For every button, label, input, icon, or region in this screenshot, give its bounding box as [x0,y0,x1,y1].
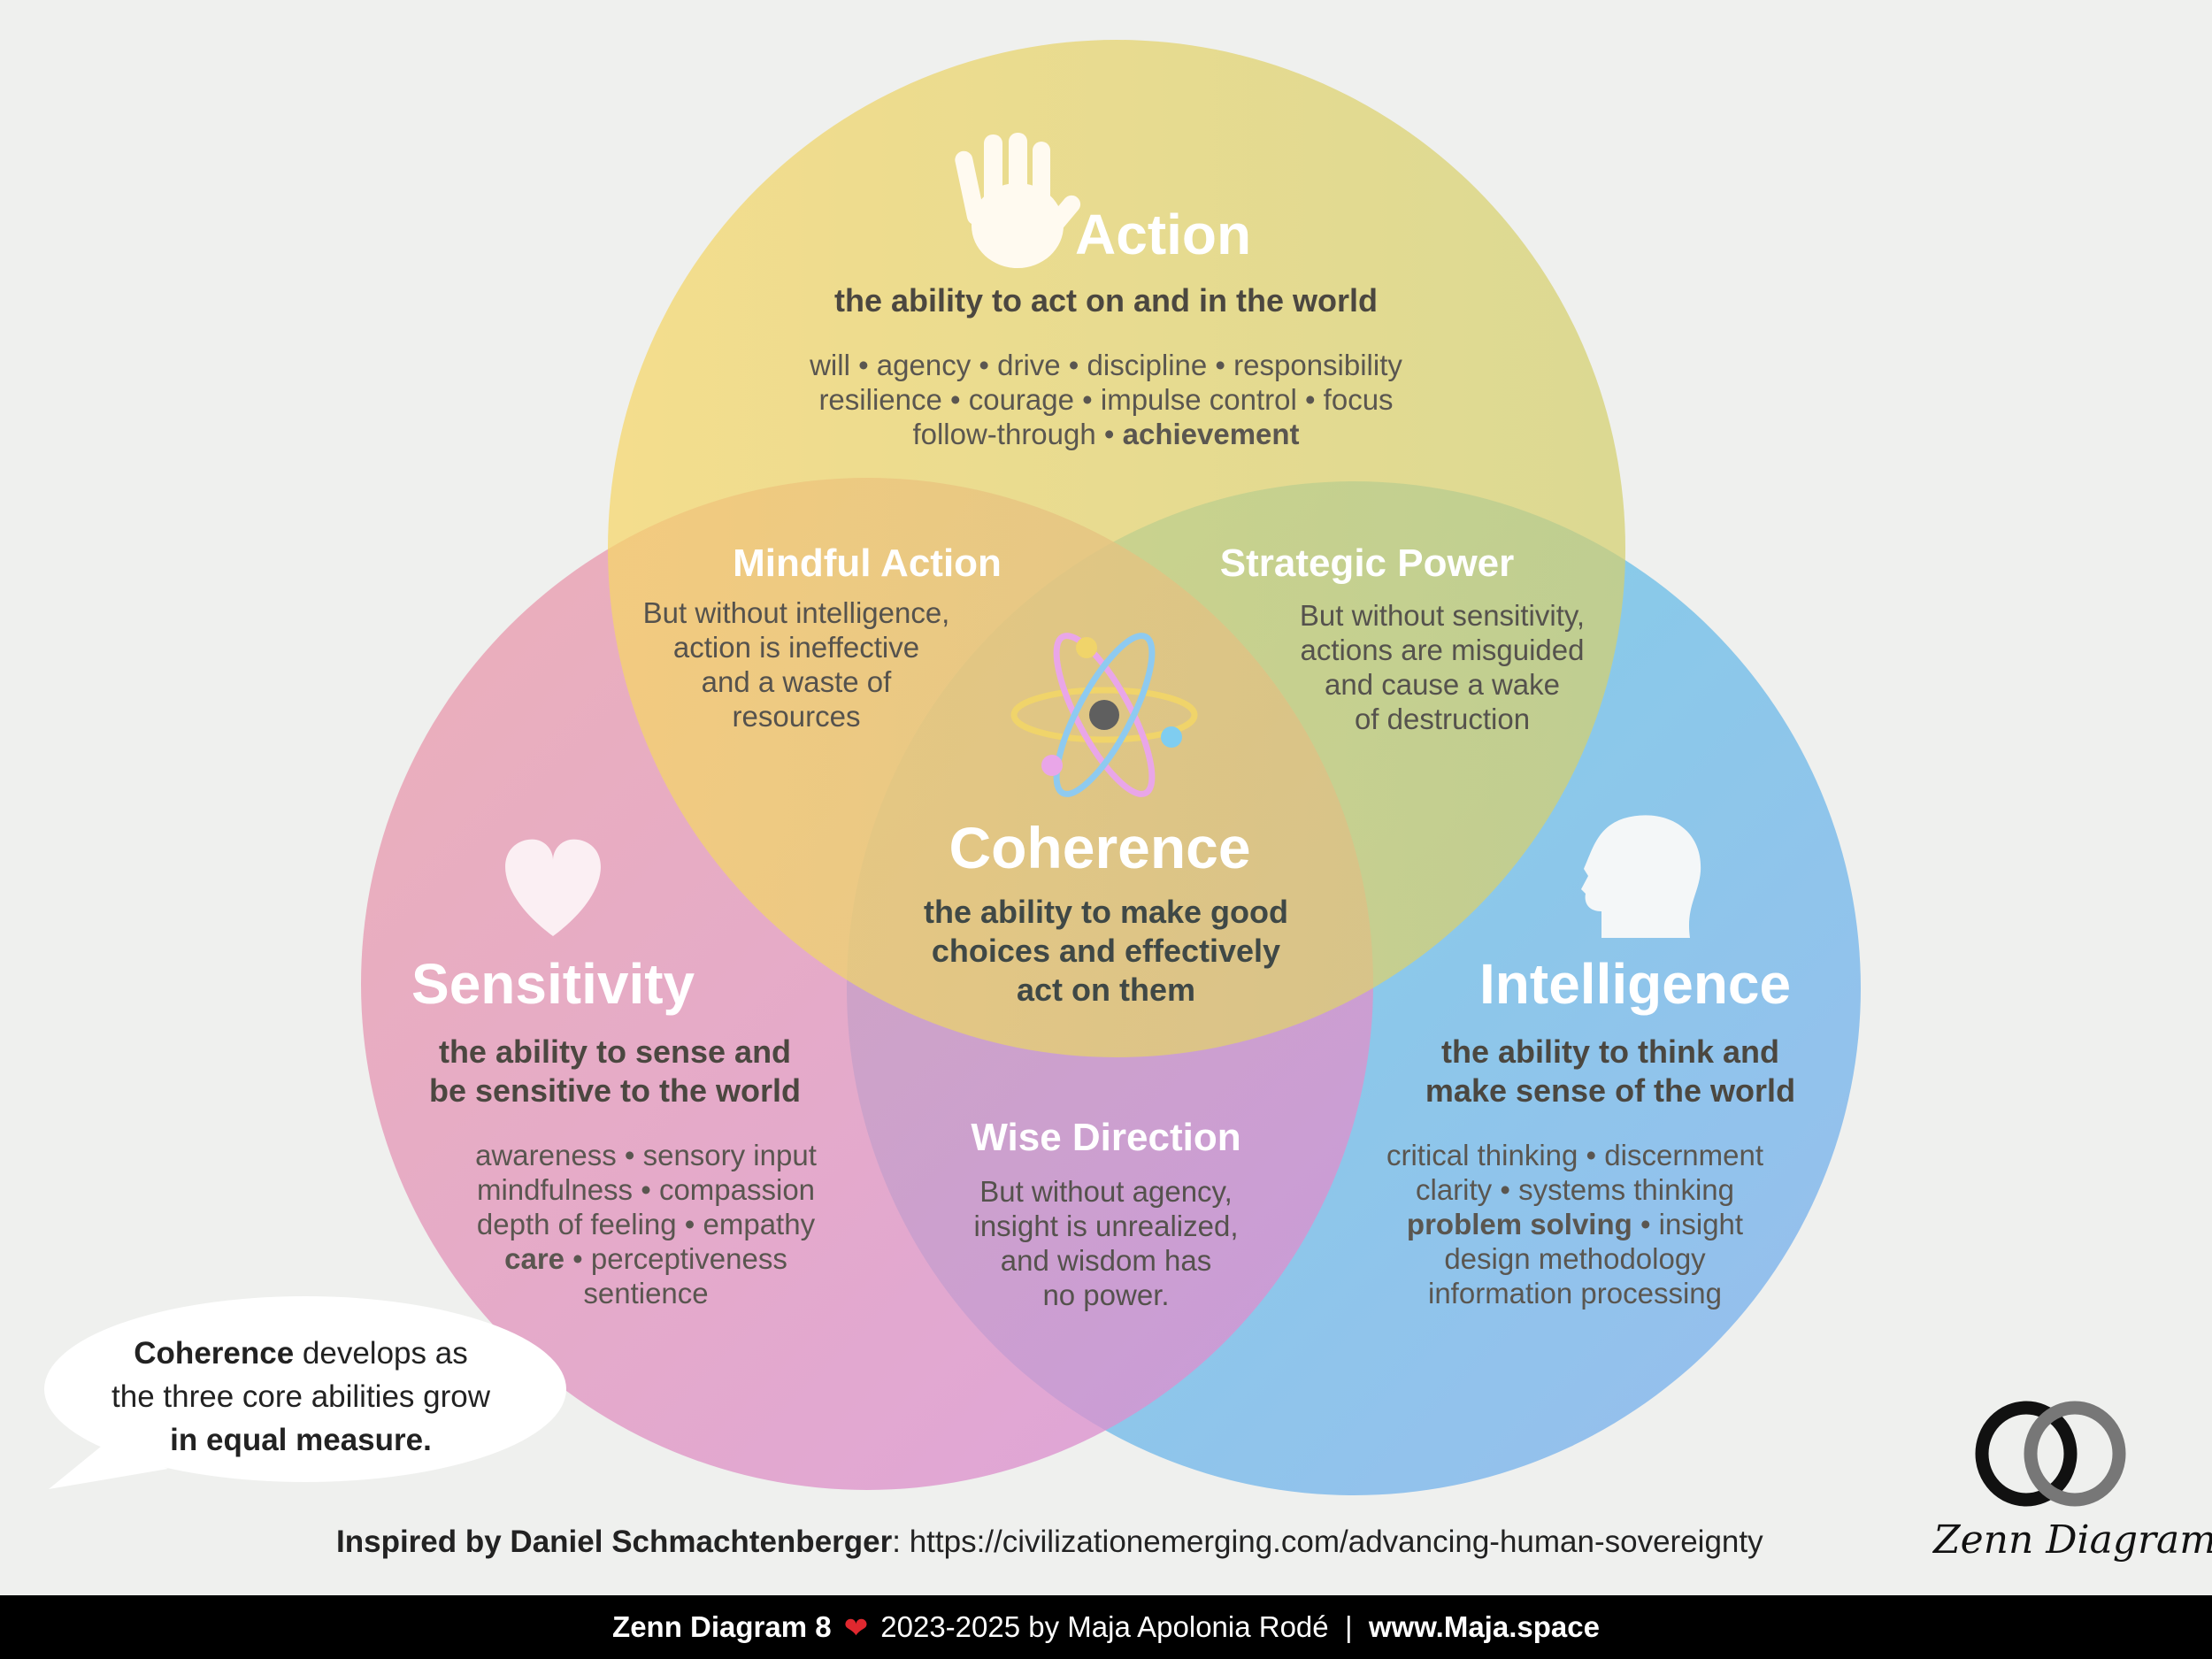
mindful-action-text: But without intelligence, action is inef… [642,596,950,733]
intelligence-keywords: critical thinking • discernment clarity … [1386,1139,1764,1310]
footer-bar: Zenn Diagram 8 ❤ 2023-2025 by Maja Apolo… [0,1595,2212,1659]
strategic-power-title: Strategic Power [1219,541,1515,585]
credit-author: Inspired by Daniel Schmachtenberger [336,1525,893,1559]
bubble-text: Coherence develops as the three core abi… [111,1336,490,1457]
wise-direction-title: Wise Direction [971,1116,1241,1159]
speech-bubble [44,1296,566,1489]
head-icon [1581,815,1701,938]
action-keywords: will • agency • drive • discipline • res… [810,349,1402,450]
heart-icon [505,839,601,936]
coherence-subtitle: the ability to make good choices and eff… [923,894,1289,1008]
mindful-action-title: Mindful Action [733,541,1002,585]
sensitivity-subtitle: the ability to sense and be sensitive to… [428,1033,802,1109]
heart-emoji-icon: ❤ [843,1610,869,1644]
strategic-power-text: But without sensitivity, actions are mis… [1299,599,1586,735]
coherence-title: Coherence [949,815,1251,880]
credit-line: Inspired by Daniel Schmachtenberger: htt… [336,1525,1763,1560]
hand-icon [955,133,1081,268]
intelligence-title: Intelligence [1479,952,1792,1016]
atom-icon [1010,633,1198,797]
footer-site-link[interactable]: www.Maja.space [1368,1610,1600,1643]
credit-url[interactable]: : https://civilizationemerging.com/advan… [892,1525,1763,1559]
zenn-logo-text: Zenn Diagrams [1933,1517,2212,1563]
sensitivity-title: Sensitivity [411,952,695,1016]
footer-title: Zenn Diagram 8 [612,1610,832,1643]
zenn-logo-icon [1975,1401,2126,1507]
footer-text: 2023-2025 by Maja Apolonia Rodé | [880,1610,1369,1643]
wise-direction-text: But without agency, insight is unrealize… [973,1175,1239,1311]
action-subtitle: the ability to act on and in the world [833,282,1379,319]
action-circle [608,40,1625,1057]
intelligence-subtitle: the ability to think and make sense of t… [1425,1033,1796,1109]
sensitivity-keywords: awareness • sensory input mindfulness • … [475,1139,817,1310]
action-title: Action [1075,203,1252,266]
